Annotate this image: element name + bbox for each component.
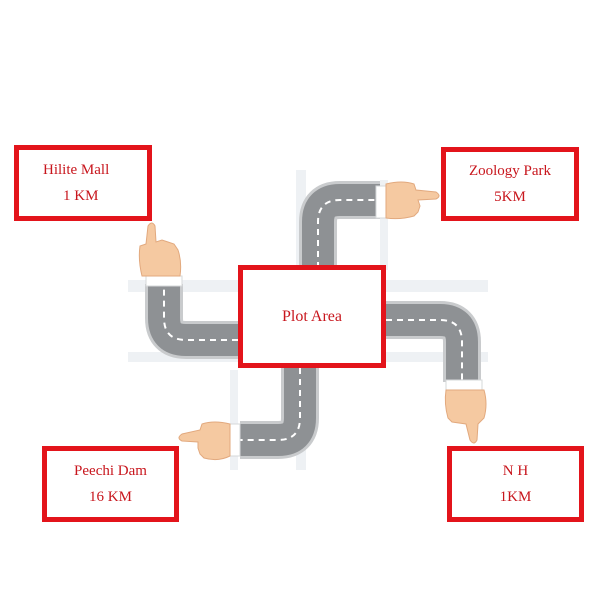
destination-box-hilite-mall: Hilite Mall 1 KM <box>14 145 152 221</box>
road-arm-icon <box>145 284 238 359</box>
pointing-hand-up-icon <box>138 222 183 287</box>
pointing-hand-right-icon <box>375 181 440 220</box>
road-arm-icon <box>386 301 481 382</box>
destination-box-nh: N H 1KM <box>447 446 584 522</box>
destination-distance: 1 KM <box>63 188 99 204</box>
pointing-hand-left-icon <box>178 421 241 461</box>
destination-distance: 1KM <box>499 489 532 505</box>
destination-distance: 5KM <box>494 189 526 205</box>
destination-box-zoology-park: Zoology Park 5KM <box>441 147 579 221</box>
pointing-hand-down-icon <box>444 379 487 444</box>
plot-area-label: Plot Area <box>282 307 342 325</box>
destination-name: Hilite Mall <box>43 162 110 178</box>
road-arm-icon <box>240 368 319 459</box>
destination-name: Peechi Dam <box>74 463 147 479</box>
destination-distance: 16 KM <box>89 489 132 505</box>
destination-box-peechi-dam: Peechi Dam 16 KM <box>42 446 179 522</box>
road-arm-icon <box>299 181 380 268</box>
destination-name: Zoology Park <box>468 163 552 179</box>
plot-area-box: Plot Area <box>238 265 386 368</box>
destination-name: N H <box>502 463 529 479</box>
